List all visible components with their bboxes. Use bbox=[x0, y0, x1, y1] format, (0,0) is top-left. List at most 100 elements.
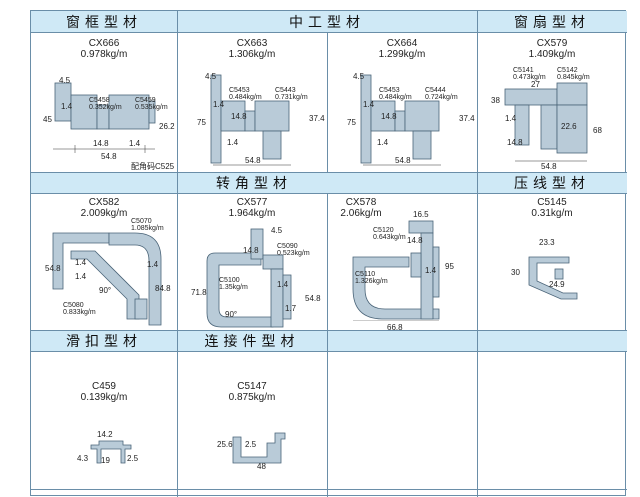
c459-dim-1: 14.2 bbox=[97, 430, 113, 439]
cx578-dim-4: 1.4 bbox=[425, 266, 437, 275]
cx664-dim-7: 54.8 bbox=[395, 156, 411, 165]
cx577-dim-5: 90° bbox=[225, 310, 238, 319]
cx577-dim-2: 14.8 bbox=[243, 246, 259, 255]
cx664-dim-5: 1.4 bbox=[377, 138, 389, 147]
cx663-dim-5: 1.4 bbox=[227, 138, 239, 147]
c5147-dim-2: 2.5 bbox=[245, 440, 257, 449]
c459-dim-2: 4.3 bbox=[77, 454, 89, 463]
header-blank-2 bbox=[477, 330, 627, 352]
header-middle: 中工型材 bbox=[177, 11, 477, 33]
header-blank-1 bbox=[327, 330, 477, 352]
cx578-profile-drawing bbox=[349, 217, 459, 321]
cx663-profile-drawing bbox=[203, 71, 313, 171]
cx664-profile-drawing bbox=[353, 71, 463, 171]
cx578-dim-2: 14.8 bbox=[407, 236, 423, 245]
c5145-dim-2: 30 bbox=[511, 268, 520, 277]
grid-line bbox=[327, 330, 328, 497]
cx663-dim-1: 4.5 bbox=[205, 72, 217, 81]
cx664-dim-2: 75 bbox=[347, 118, 356, 127]
grid-line bbox=[327, 33, 328, 172]
grid-line bbox=[31, 489, 627, 490]
cx577-dim-7: 54.8 bbox=[305, 294, 321, 303]
c5145-profile-drawing bbox=[523, 251, 593, 301]
cx579-dim-4: 14.8 bbox=[507, 138, 523, 147]
cx577-dim-1: 4.5 bbox=[271, 226, 283, 235]
cx666-profile-drawing bbox=[53, 73, 163, 163]
cx579-dim-7: 54.8 bbox=[541, 162, 557, 171]
c5147-profile-drawing bbox=[227, 429, 291, 469]
cx578-dim-3: 95 bbox=[445, 262, 454, 271]
grid-line bbox=[477, 11, 478, 497]
cx578-dim-1: 16.5 bbox=[413, 210, 429, 219]
cx577-dim-3: 71.8 bbox=[191, 288, 207, 297]
cx582-dim-4: 1.4 bbox=[75, 272, 87, 281]
grid-line bbox=[327, 194, 328, 330]
cx663-dim-7: 54.8 bbox=[245, 156, 261, 165]
header-sash: 窗扇型材 bbox=[477, 11, 627, 33]
cx582-dim-3: 90° bbox=[99, 286, 112, 295]
header-corner: 转角型材 bbox=[31, 172, 477, 194]
cx579-dim-5: 22.6 bbox=[561, 122, 577, 131]
cx577-dim-6: 1.7 bbox=[285, 304, 297, 313]
c5145-dim-3: 24.9 bbox=[549, 280, 565, 289]
cx663-dim-2: 75 bbox=[197, 118, 206, 127]
c5145-dim-1: 23.3 bbox=[539, 238, 555, 247]
cx582-dim-5: 1.4 bbox=[147, 260, 159, 269]
cx666-dim-5: 1.4 bbox=[129, 139, 141, 148]
header-connector: 连接件型材 bbox=[177, 330, 327, 352]
cx664-dim-6: 37.4 bbox=[459, 114, 475, 123]
cx579-dim-6: 68 bbox=[593, 126, 602, 135]
cx666-dim-3: 1.4 bbox=[61, 102, 73, 111]
cx663-dim-3: 1.4 bbox=[213, 100, 225, 109]
cx579-dim-1: 27 bbox=[531, 80, 540, 89]
header-slide: 滑扣型材 bbox=[31, 330, 177, 352]
cx577-profile-drawing bbox=[201, 225, 311, 329]
cx663-dim-4: 14.8 bbox=[231, 112, 247, 121]
cx664-dim-1: 4.5 bbox=[353, 72, 365, 81]
cx666-dim-4: 14.8 bbox=[93, 139, 109, 148]
c459-profile-drawing bbox=[87, 437, 137, 467]
grid-line bbox=[177, 11, 178, 497]
header-bead: 压线型材 bbox=[477, 172, 627, 194]
cx582-profile-drawing bbox=[49, 229, 167, 329]
cx582-dim-6: 84.8 bbox=[155, 284, 171, 293]
catalog-sheet: 窗框型材 中工型材 窗扇型材 转角型材 压线型材 滑扣型材 连接件型材 CX66… bbox=[30, 10, 627, 497]
c5147-dim-3: 48 bbox=[257, 462, 266, 471]
c5147-dim-1: 25.6 bbox=[217, 440, 233, 449]
cx577-dim-4: 1.4 bbox=[277, 280, 289, 289]
cx666-dim-7: 54.8 bbox=[101, 152, 117, 161]
cx666-dim-2: 45 bbox=[43, 115, 52, 124]
c459-dim-3: 19 bbox=[101, 456, 110, 465]
c459-dim-4: 2.5 bbox=[127, 454, 139, 463]
cx664-dim-4: 14.8 bbox=[381, 112, 397, 121]
cx582-dim-1: 54.8 bbox=[45, 264, 61, 273]
cx663-dim-6: 37.4 bbox=[309, 114, 325, 123]
cx666-dim-1: 4.5 bbox=[59, 76, 71, 85]
cx579-dim-3: 1.4 bbox=[505, 114, 517, 123]
cx664-dim-3: 1.4 bbox=[363, 100, 375, 109]
cx582-dim-2: 1.4 bbox=[75, 258, 87, 267]
